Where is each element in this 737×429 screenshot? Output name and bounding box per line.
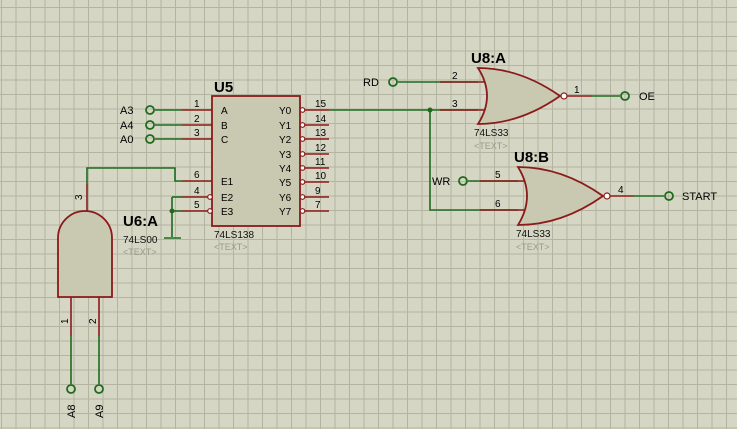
net-label-start: START: [682, 191, 717, 203]
u8b-part-value: 74LS33: [516, 229, 551, 240]
u8b-pin-num-6: 6: [495, 199, 501, 210]
net-label-a8: A8: [66, 405, 78, 418]
u5-pin-num-2: 2: [194, 114, 200, 125]
net-label-a0: A0: [120, 134, 133, 146]
u8a-pin-num-1: 1: [574, 85, 580, 96]
u5-pin-name-e2: E2: [221, 193, 234, 204]
u6a-ref: U6:A: [123, 213, 158, 230]
terminal-rd[interactable]: [388, 77, 398, 87]
terminal-wr[interactable]: [458, 176, 468, 186]
u5-pin-name-y6: Y6: [279, 193, 292, 204]
terminal-a9[interactable]: [94, 384, 104, 394]
u6a-text-placeholder: <TEXT>: [123, 247, 157, 257]
u5-pin-num-5: 5: [194, 200, 200, 211]
net-label-oe: OE: [639, 91, 655, 103]
terminal-a3[interactable]: [145, 105, 155, 115]
u5-pin-name-a: A: [221, 106, 228, 117]
u5-ref: U5: [214, 79, 233, 96]
net-label-a9: A9: [94, 405, 106, 418]
u5-pin-num-6: 6: [194, 170, 200, 181]
u8a-text-placeholder: <TEXT>: [474, 141, 508, 151]
u5-text-placeholder: <TEXT>: [214, 242, 248, 252]
terminal-a4[interactable]: [145, 120, 155, 130]
u6a-part-value: 74LS00: [123, 235, 158, 246]
u5-decoder[interactable]: U5 A B C E1 E2 E3 1 2 3 6 4 5 Y0 Y1 Y2 Y…: [182, 79, 329, 252]
u5-pin-num-1: 1: [194, 99, 200, 110]
u5-pin-num-7: 7: [315, 200, 321, 211]
u5-pin-name-b: B: [221, 121, 228, 132]
u6a-pin-num-2: 2: [88, 318, 99, 324]
u5-pin-name-e3: E3: [221, 207, 234, 218]
u5-output-leads: [299, 107, 329, 214]
u5-pin-num-4: 4: [194, 186, 200, 197]
u5-pin-num-13: 13: [315, 128, 327, 139]
net-label-a3: A3: [120, 105, 133, 117]
terminal-a0[interactable]: [145, 134, 155, 144]
u5-pin-num-10: 10: [315, 171, 327, 182]
u5-pin-name-y1: Y1: [279, 121, 292, 132]
wire-y0-to-u8b[interactable]: [429, 110, 518, 211]
u5-pin-num-9: 9: [315, 186, 321, 197]
u6a-nand-gate[interactable]: 3 1 2 U6:A 74LS00 <TEXT>: [57, 184, 158, 336]
u5-pin-name-y5: Y5: [279, 178, 292, 189]
u5-pin-name-y4: Y4: [279, 164, 292, 175]
u6a-pin-num-1: 1: [60, 318, 71, 324]
u5-pin-num-11: 11: [315, 157, 326, 168]
net-label-rd: RD: [363, 77, 379, 89]
u8b-ref: U8:B: [514, 149, 549, 166]
u5-pin-name-c: C: [221, 135, 228, 146]
u5-pin-num-14: 14: [315, 114, 327, 125]
u8b-pin-num-5: 5: [495, 170, 501, 181]
u8a-pin-num-3: 3: [452, 99, 458, 110]
u8a-ref: U8:A: [471, 50, 506, 67]
u8a-part-value: 74LS33: [474, 128, 509, 139]
u5-pin-num-15: 15: [315, 99, 327, 110]
u5-pin-name-y2: Y2: [279, 135, 292, 146]
u8b-pin-num-4: 4: [618, 185, 624, 196]
u8a-pin-num-2: 2: [452, 71, 458, 82]
wire-u6-to-e1[interactable]: [86, 167, 182, 184]
junction-y0: [427, 107, 433, 113]
u8b-or-gate[interactable]: 5 6 4 U8:B 74LS33 <TEXT>: [480, 149, 634, 252]
u5-pin-num-3: 3: [194, 128, 200, 139]
u5-pin-name-y0: Y0: [279, 106, 292, 117]
u5-pin-name-e1: E1: [221, 177, 234, 188]
wires: [70, 81, 664, 384]
net-label-a4: A4: [120, 120, 133, 132]
u8b-text-placeholder: <TEXT>: [516, 242, 550, 252]
u5-part-value: 74LS138: [214, 230, 254, 241]
terminal-a8[interactable]: [66, 384, 76, 394]
terminal-oe[interactable]: [620, 91, 630, 101]
u5-pin-num-12: 12: [315, 143, 327, 154]
u5-pin-name-y7: Y7: [279, 207, 292, 218]
u5-pin-name-y3: Y3: [279, 150, 292, 161]
u6a-pin-num-3: 3: [74, 194, 85, 200]
junction-e3: [169, 208, 175, 214]
u8a-or-gate[interactable]: 2 3 1 U8:A 74LS33 <TEXT>: [440, 50, 592, 151]
terminal-start[interactable]: [664, 191, 674, 201]
net-label-wr: WR: [432, 176, 450, 188]
